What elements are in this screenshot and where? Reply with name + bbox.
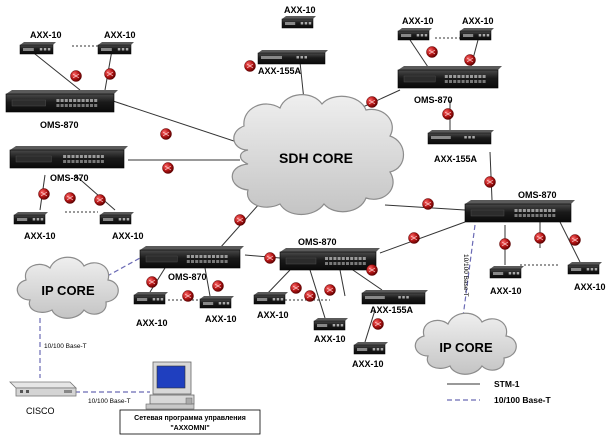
connection-node xyxy=(324,284,336,296)
connection-node xyxy=(422,198,434,210)
connection-node xyxy=(212,280,224,292)
axx-device xyxy=(489,266,524,279)
connection-node xyxy=(264,252,276,264)
connection-node xyxy=(464,54,476,66)
connection-node xyxy=(366,96,378,108)
axx-device xyxy=(361,290,428,305)
device-labels: OMS-870 OMS-870 OMS-870 OMS-870 OMS-870 … xyxy=(24,5,606,369)
ip-core-right-label: IP CORE xyxy=(439,340,493,355)
axx10-label-6: AXX-10 xyxy=(24,231,56,241)
axx-device xyxy=(567,262,602,275)
base-t-vertical-label: 10/100 Base-T xyxy=(462,254,469,297)
axx-device xyxy=(353,342,388,355)
oms-870-units xyxy=(5,66,575,271)
oms-870-device xyxy=(139,246,244,269)
axx10-label-7: AXX-10 xyxy=(112,231,144,241)
oms-870-device xyxy=(9,146,128,169)
connection-node xyxy=(162,162,174,174)
connection-node xyxy=(366,264,378,276)
connection-node xyxy=(569,234,581,246)
connection-node xyxy=(426,46,438,58)
connection-node xyxy=(484,176,496,188)
axx10-label-12: AXX-10 xyxy=(257,310,289,320)
connection-node xyxy=(70,70,82,82)
base-t-bottom-label: 10/100 Base-T xyxy=(88,398,131,405)
axx-device xyxy=(133,292,168,305)
connection-node xyxy=(408,232,420,244)
connection-node xyxy=(304,290,316,302)
axx-device xyxy=(281,16,316,29)
oms-870-device xyxy=(5,90,118,113)
legend-base-t-label: 10/100 Base-T xyxy=(494,395,552,405)
connection-node xyxy=(499,238,511,250)
oms-label-bottom-left: OMS-870 xyxy=(168,272,207,282)
connection-node xyxy=(182,290,194,302)
axx10-label-2: AXX-10 xyxy=(104,30,136,40)
connection-node xyxy=(442,108,454,120)
ip-core-cloud-right xyxy=(414,312,517,375)
axx10-label-10: AXX-10 xyxy=(136,318,168,328)
connection-node xyxy=(94,194,106,206)
connection-node xyxy=(104,68,116,80)
axx-device xyxy=(13,212,48,225)
connection-node xyxy=(234,214,246,226)
axx-device xyxy=(313,318,348,331)
axx10-label-8: AXX-10 xyxy=(490,286,522,296)
oms-870-device xyxy=(464,200,575,223)
ip-core-cloud-left xyxy=(16,256,119,319)
oms-870-device xyxy=(397,66,502,89)
axx-device xyxy=(19,42,56,55)
connection-node xyxy=(372,318,384,330)
axx-device xyxy=(99,212,134,225)
axx-device xyxy=(427,130,494,145)
nms-label-line1: Сетевая программа управления xyxy=(134,415,246,422)
nms-workstation xyxy=(145,361,195,410)
axx10-label-1: AXX-10 xyxy=(30,30,62,40)
axx-device xyxy=(97,42,134,55)
connection-node xyxy=(290,282,302,294)
cisco-router xyxy=(9,381,77,397)
ip-core-left-label: IP CORE xyxy=(41,283,95,298)
cisco-label: CISCO xyxy=(26,406,55,416)
connection-node xyxy=(160,128,172,140)
oms-label-bottom-center: OMS-870 xyxy=(298,237,337,247)
nms-label-box xyxy=(119,409,261,435)
oms-870-device xyxy=(279,248,380,271)
axx-device xyxy=(199,296,234,309)
base-t-left-label: 10/100 Base-T xyxy=(44,343,87,350)
axx10-label-5: AXX-10 xyxy=(462,16,494,26)
oms-label-top-right: OMS-870 xyxy=(414,95,453,105)
axx155a-label-right: AXX-155A xyxy=(434,154,478,164)
connection-node xyxy=(38,188,50,200)
nms-label-line2: "AXXOMNI" xyxy=(170,425,209,432)
axx10-label-4: AXX-10 xyxy=(402,16,434,26)
connection-node xyxy=(244,60,256,72)
axx10-label-11: AXX-10 xyxy=(205,314,237,324)
oms-label-top-left: OMS-870 xyxy=(40,120,79,130)
monitor-screen xyxy=(156,365,186,389)
axx10-label-13: AXX-10 xyxy=(314,334,346,344)
sdh-core-label: SDH CORE xyxy=(279,150,353,166)
axx155a-label-top: AXX-155A xyxy=(258,66,302,76)
axx-device xyxy=(397,28,432,41)
axx10-label-9: AXX-10 xyxy=(574,282,606,292)
axx-units xyxy=(13,16,602,355)
connection-node xyxy=(534,232,546,244)
connection-node xyxy=(64,192,76,204)
axx155a-label-bottom: AXX-155A xyxy=(370,305,414,315)
axx-device xyxy=(253,292,288,305)
axx-device xyxy=(459,28,494,41)
connection-node xyxy=(146,276,158,288)
legend-stm1-label: STM-1 xyxy=(494,379,520,389)
connection-nodes xyxy=(38,46,581,330)
oms-label-mid-left: OMS-870 xyxy=(50,173,89,183)
axx-device xyxy=(257,50,328,65)
axx10-label-3: AXX-10 xyxy=(284,5,316,15)
oms-label-right: OMS-870 xyxy=(518,190,557,200)
axx10-label-14: AXX-10 xyxy=(352,359,384,369)
sdh-core-cloud xyxy=(231,94,405,216)
